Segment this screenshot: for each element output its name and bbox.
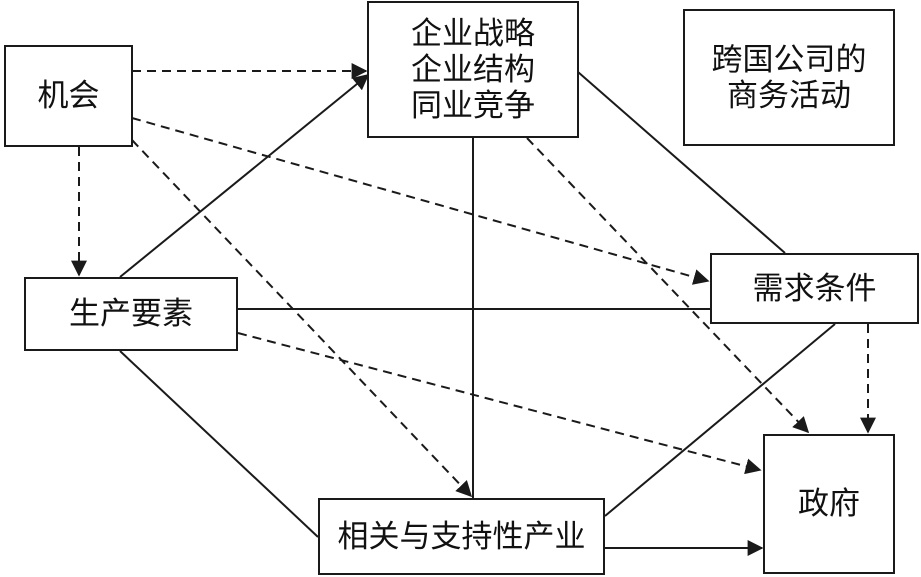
line-factor-related: [119, 350, 319, 538]
line-factor-strategy: [119, 73, 370, 278]
line-related-demand: [604, 323, 836, 517]
dash-opportunity-related: [131, 139, 473, 498]
node-related-label: 相关与支持性产业: [337, 518, 586, 555]
node-opportunity-label: 机会: [37, 78, 100, 114]
node-multinational-line-2: 商务活动: [727, 77, 851, 114]
node-opportunity: 机会: [4, 45, 133, 147]
node-strategy: 企业战略 企业结构 同业竞争: [367, 1, 579, 138]
node-factor: 生产要素: [24, 277, 238, 351]
node-multinational: 跨国公司的 商务活动: [683, 9, 895, 146]
node-demand: 需求条件: [710, 253, 919, 324]
dash-opportunity-demand: [131, 117, 710, 285]
line-strategy-demand: [577, 71, 786, 254]
node-strategy-line-2: 企业结构: [411, 51, 535, 88]
node-strategy-line-1: 企业战略: [411, 15, 535, 52]
node-strategy-line-3: 同业竞争: [411, 87, 535, 124]
node-multinational-line-1: 跨国公司的: [711, 41, 867, 78]
node-demand-label: 需求条件: [752, 270, 877, 307]
dash-strategy-government: [526, 137, 810, 434]
node-government: 政府: [763, 434, 895, 574]
node-related: 相关与支持性产业: [318, 498, 605, 575]
node-government-label: 政府: [798, 486, 860, 522]
node-factor-label: 生产要素: [69, 296, 193, 332]
dash-factor-government: [237, 332, 762, 475]
